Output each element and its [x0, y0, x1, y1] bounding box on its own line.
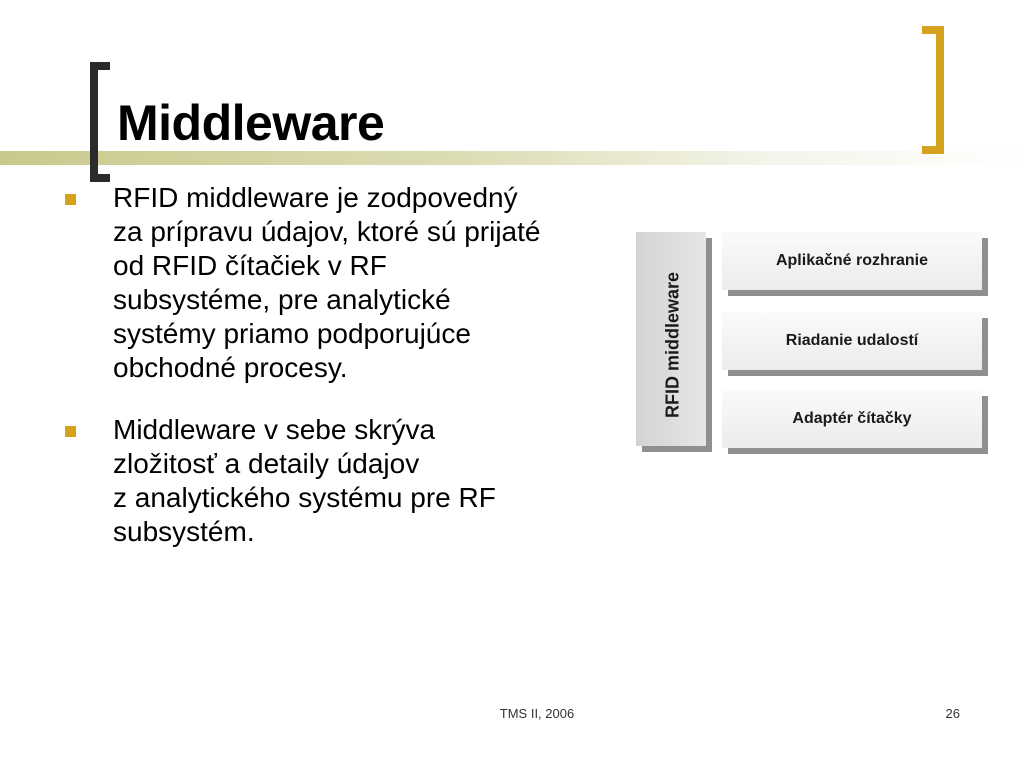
layer-label: Adaptér čítačky — [792, 410, 912, 427]
footer-text: TMS II, 2006 — [499, 706, 575, 721]
middleware-side-bar: RFID middleware — [636, 232, 706, 446]
bullet-text: Middleware v sebe skrýva zložitosť a det… — [113, 414, 496, 547]
bullet-list: RFID middleware je zodpovedný za príprav… — [60, 181, 630, 577]
bullet-item: Middleware v sebe skrýva zložitosť a det… — [60, 413, 630, 549]
layer-reader-adapter: Adaptér čítačky — [722, 390, 982, 448]
bullet-item: RFID middleware je zodpovedný za príprav… — [60, 181, 630, 385]
middleware-side-label: RFID middleware — [662, 271, 683, 419]
layer-event-management: Riadanie udalostí — [722, 312, 982, 370]
layer-label: Aplikačné rozhranie — [775, 252, 929, 269]
layer-label: Riadanie udalostí — [785, 332, 919, 349]
slide-title: Middleware — [117, 95, 385, 151]
middleware-diagram: RFID middleware Aplikačné rozhranie Riad… — [634, 226, 994, 458]
bullet-square-icon — [65, 194, 76, 205]
page-number: 26 — [945, 706, 960, 721]
left-bracket-decoration — [90, 62, 110, 182]
title-band — [0, 151, 1024, 165]
bullet-square-icon — [65, 426, 76, 437]
right-bracket-decoration — [922, 26, 944, 154]
bullet-text: RFID middleware je zodpovedný za príprav… — [113, 182, 541, 383]
layer-application-interface: Aplikačné rozhranie — [722, 232, 982, 290]
